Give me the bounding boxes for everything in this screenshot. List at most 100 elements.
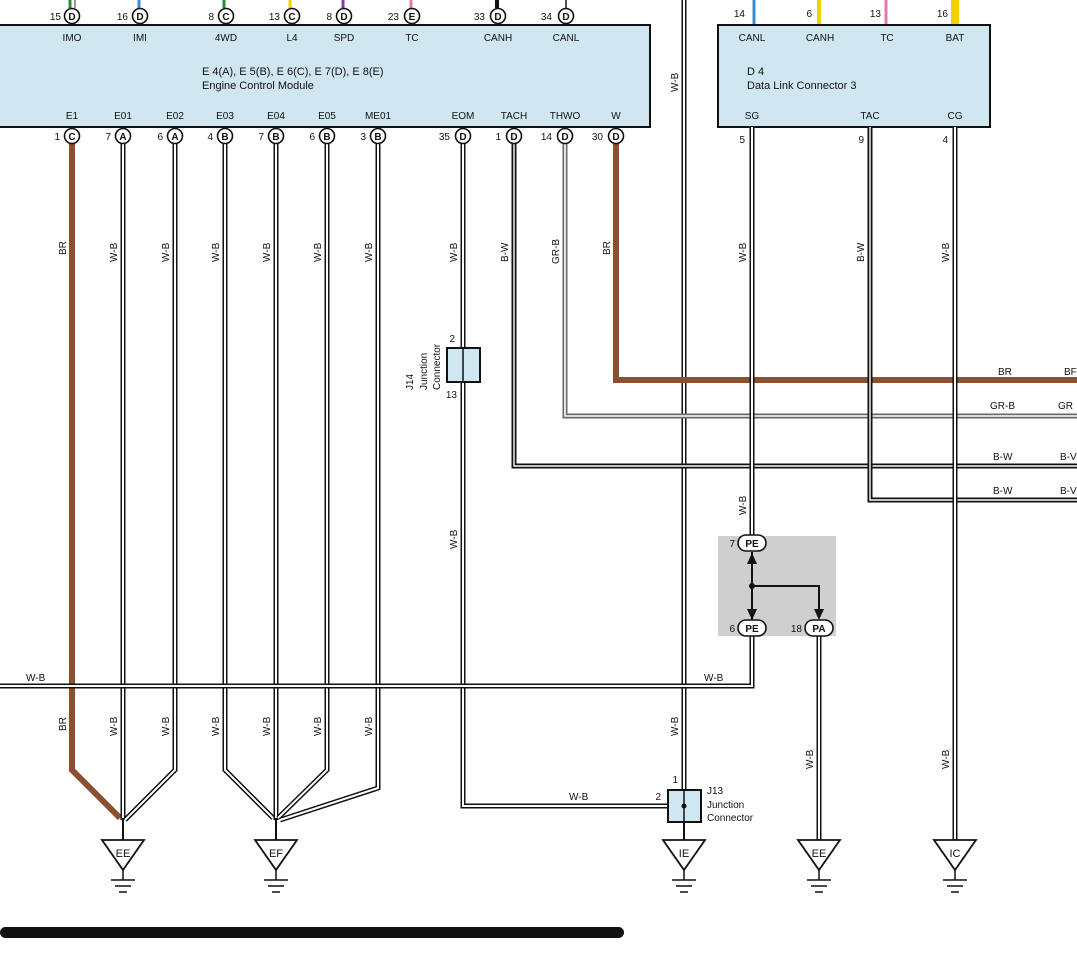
svg-text:7: 7 — [729, 539, 735, 550]
svg-text:W-B: W-B — [262, 242, 273, 262]
svg-text:7: 7 — [105, 132, 111, 143]
svg-text:BR: BR — [602, 241, 613, 255]
wire-grb-thwo — [562, 144, 1077, 419]
svg-text:SPD: SPD — [334, 33, 355, 44]
svg-text:W-B: W-B — [449, 242, 460, 262]
ground-ie: IE — [661, 839, 707, 893]
svg-text:14: 14 — [734, 9, 746, 20]
wire-wb-horizontal — [0, 636, 755, 689]
ecm-top-pins: D 15 IMO D 16 IMI C 8 4WD C 13 L4 D 8 SP… — [50, 7, 580, 44]
svg-text:EE: EE — [812, 848, 827, 860]
svg-text:SG: SG — [745, 111, 760, 122]
svg-text:B-W: B-W — [856, 242, 867, 262]
ecm-top-pin-l4: C 13 L4 — [269, 7, 301, 44]
svg-text:D: D — [459, 132, 466, 143]
svg-text:E04: E04 — [267, 111, 285, 122]
j13-junction-connector: 1 2 J13 Junction Connector — [655, 775, 753, 824]
svg-text:B: B — [323, 132, 330, 143]
ecm-pin-e01: E01 A 7 — [105, 111, 132, 145]
wire-br-w — [613, 144, 1077, 383]
svg-text:PA: PA — [812, 624, 825, 635]
svg-text:CANL: CANL — [553, 33, 580, 44]
ecm-box — [0, 24, 651, 128]
svg-text:B: B — [221, 132, 228, 143]
svg-text:W-B: W-B — [262, 716, 273, 736]
svg-text:TAC: TAC — [860, 111, 879, 122]
svg-text:18: 18 — [791, 624, 803, 635]
ecm-pin-me01: ME01 B 3 — [360, 111, 392, 145]
horizontal-scrollbar[interactable] — [0, 927, 624, 938]
svg-text:B-W: B-W — [993, 486, 1013, 497]
svg-text:L4: L4 — [286, 33, 298, 44]
wire-wb-e03 — [222, 144, 275, 820]
svg-text:W-B: W-B — [670, 716, 681, 736]
ecm-pin-e02: E02 A 6 — [157, 111, 184, 145]
svg-text:B: B — [272, 132, 279, 143]
svg-text:W-B: W-B — [161, 242, 172, 262]
svg-text:16: 16 — [937, 9, 949, 20]
dlc-top-pins: 14 CANL 6 CANH 13 TC 16 BAT — [734, 9, 964, 44]
svg-text:6: 6 — [309, 132, 315, 143]
svg-text:D: D — [68, 12, 75, 23]
wire-wb-me01 — [279, 144, 381, 823]
svg-text:IMO: IMO — [63, 33, 82, 44]
svg-text:E03: E03 — [216, 111, 234, 122]
svg-text:16: 16 — [117, 12, 129, 23]
svg-text:6: 6 — [806, 9, 812, 20]
svg-text:W-B: W-B — [313, 716, 324, 736]
dlc-bottom-pins: SG 5 TAC 9 CG 4 — [739, 111, 962, 146]
svg-text:B: B — [374, 132, 381, 143]
ecm-top-pin-imo: D 15 IMO — [50, 7, 82, 44]
wire-wb-e05 — [276, 144, 330, 820]
svg-text:8: 8 — [208, 12, 214, 23]
svg-text:13: 13 — [870, 9, 882, 20]
svg-text:CANH: CANH — [484, 33, 512, 44]
svg-text:W-B: W-B — [364, 242, 375, 262]
svg-text:W-B: W-B — [109, 716, 120, 736]
svg-text:13: 13 — [446, 390, 458, 401]
svg-text:EOM: EOM — [452, 111, 475, 122]
svg-text:E1: E1 — [66, 111, 79, 122]
svg-text:W-B: W-B — [449, 529, 460, 549]
svg-text:7: 7 — [258, 132, 264, 143]
svg-text:J14: J14 — [405, 373, 416, 390]
svg-text:W-B: W-B — [941, 242, 952, 262]
svg-text:W: W — [611, 111, 621, 122]
svg-text:B-V: B-V — [1060, 452, 1077, 463]
dlc-box — [717, 24, 991, 128]
svg-text:W-B: W-B — [805, 749, 816, 769]
svg-text:CANL: CANL — [739, 33, 766, 44]
svg-text:EF: EF — [269, 848, 283, 860]
svg-text:PE: PE — [745, 624, 759, 635]
ecm-top-pin-canh: D 33 CANH — [474, 7, 512, 44]
svg-text:CG: CG — [948, 111, 963, 122]
svg-text:IC: IC — [950, 848, 961, 860]
svg-text:A: A — [119, 132, 126, 143]
svg-text:E01: E01 — [114, 111, 132, 122]
svg-text:THWO: THWO — [550, 111, 581, 122]
svg-text:ME01: ME01 — [365, 111, 392, 122]
svg-text:W-B: W-B — [364, 716, 375, 736]
svg-text:BAT: BAT — [946, 33, 965, 44]
svg-text:W-B: W-B — [670, 72, 681, 92]
svg-text:IE: IE — [679, 848, 689, 860]
svg-text:1: 1 — [54, 132, 60, 143]
svg-text:W-B: W-B — [211, 242, 222, 262]
ecm-pin-e03: E03 B 4 — [207, 111, 234, 145]
svg-text:E: E — [409, 12, 416, 23]
j14-junction-connector: 2 13 J14 Junction Connector — [405, 334, 481, 401]
ground-ee-1: EE — [100, 839, 146, 893]
svg-text:D: D — [494, 12, 501, 23]
svg-text:6: 6 — [157, 132, 163, 143]
svg-text:D: D — [561, 132, 568, 143]
svg-text:GR: GR — [1058, 401, 1073, 412]
svg-text:5: 5 — [739, 135, 745, 146]
svg-text:TC: TC — [405, 33, 418, 44]
svg-text:C: C — [222, 12, 229, 23]
svg-text:D: D — [136, 12, 143, 23]
ground-ic: IC — [932, 839, 978, 893]
svg-text:4: 4 — [207, 132, 213, 143]
ecm-top-pin-4wd: C 8 4WD — [208, 7, 237, 44]
wire-wb-e02 — [123, 144, 178, 822]
